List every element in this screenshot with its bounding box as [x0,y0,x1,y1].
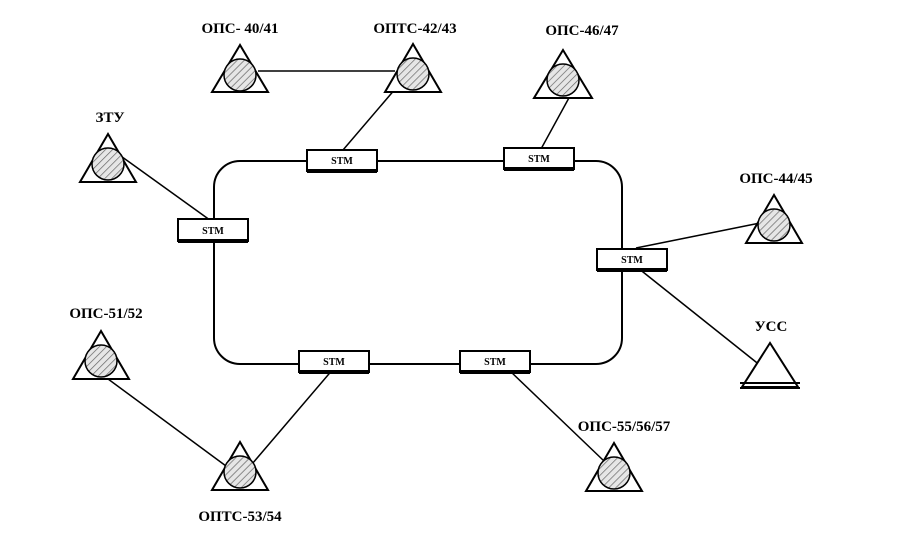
hatched-circle-icon [597,456,631,490]
link-ops46-stm [540,95,571,150]
node-ops-55-56-57 [584,441,644,492]
link-ops55-stm [509,370,605,462]
label-ops-55-56-57: ОПС-55/56/57 [578,419,671,435]
label-opts-42-43: ОПТС-42/43 [373,21,456,37]
label-ops-44-45: ОПС-44/45 [739,171,812,187]
node-ztu [78,132,138,183]
stm-node-top-left: STM [306,149,378,173]
stm-label: STM [528,154,550,165]
stm-label: STM [621,255,643,266]
stm-label: STM [202,226,224,237]
node-ops-51-52 [71,329,131,380]
node-uss [740,341,800,389]
link-opts42-stm [342,87,397,151]
stm-label: STM [323,357,345,368]
label-uss: УСС [755,319,788,335]
node-opts-53-54 [210,440,270,491]
stm-label: STM [484,357,506,368]
stm-node-bottom-left: STM [298,350,370,374]
node-opts-42-43 [383,42,443,93]
sdh-ring [213,160,623,365]
hatched-circle-icon [546,63,580,97]
stm-label: STM [331,156,353,167]
stm-node-top-right: STM [503,147,575,171]
stm-node-left: STM [177,218,249,243]
stm-node-bottom-right: STM [459,350,531,374]
stm-node-right: STM [596,248,668,272]
label-ops-51-52: ОПС-51/52 [69,306,142,322]
link-ztu-stm [117,153,215,224]
triangle-icon [740,341,800,388]
link-uss-stm [637,267,767,371]
node-ops-44-45 [744,193,804,244]
hatched-circle-icon [91,147,125,181]
node-ops-40-41 [210,43,270,93]
label-ztu: ЗТУ [96,110,125,126]
hatched-circle-icon [396,57,430,91]
hatched-circle-icon [757,208,791,242]
label-opts-53-54: ОПТС-53/54 [198,509,282,525]
hatched-circle-icon [223,58,257,92]
link-ops44-stm [635,222,761,249]
node-ops-46-47 [532,48,594,99]
links [103,70,767,467]
label-ops-40-41: ОПС- 40/41 [201,21,278,37]
hatched-circle-icon [84,344,118,378]
hatched-circle-icon [223,455,257,489]
link-ops51-opts53 [103,375,227,467]
label-ops-46-47: ОПС-46/47 [545,23,619,39]
link-opts53-stm [251,367,335,465]
